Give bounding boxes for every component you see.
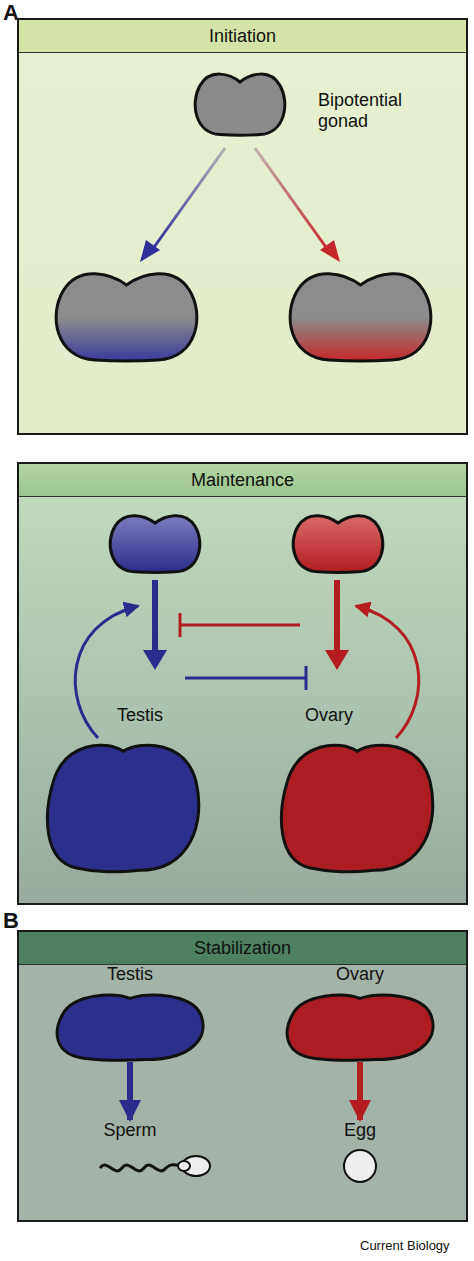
stage-header: Stabilization [19, 932, 466, 965]
gonad-node: Testis [50, 990, 210, 1062]
gonad-outline [190, 68, 290, 138]
journal-credit: Current Biology [360, 1238, 450, 1253]
gonad-outline [274, 735, 440, 875]
node-label: Egg [310, 1120, 410, 1141]
stage-panel: StabilizationTestisOvarySpermEgg [17, 930, 468, 1222]
panel-letter: B [3, 908, 19, 934]
gonad-node: Bipotential gonad [190, 68, 290, 138]
gonad-outline [40, 735, 206, 875]
gonad-outline [280, 990, 440, 1062]
panel-letter: A [3, 0, 19, 26]
gonad-node: Ovary [280, 990, 440, 1062]
stage-panel: MaintenanceTestisOvary [17, 462, 468, 905]
gonad-node: Testis [40, 735, 206, 875]
gonad-node: Ovary [274, 735, 440, 875]
node-label: Testis [95, 705, 185, 726]
stage-header: Initiation [19, 20, 466, 53]
stage-header: Maintenance [19, 464, 466, 497]
node-label: Ovary [310, 964, 410, 985]
node-label: Testis [80, 964, 180, 985]
gamete-node: Egg [280, 1120, 440, 1190]
node-label: Bipotential gonad [318, 90, 438, 132]
node-label: Sperm [80, 1120, 180, 1141]
gamete-node: Sperm [50, 1120, 210, 1190]
stage-panel: InitiationBipotential gonad [17, 18, 468, 435]
node-label: Ovary [284, 705, 374, 726]
gonad-outline [50, 990, 210, 1062]
